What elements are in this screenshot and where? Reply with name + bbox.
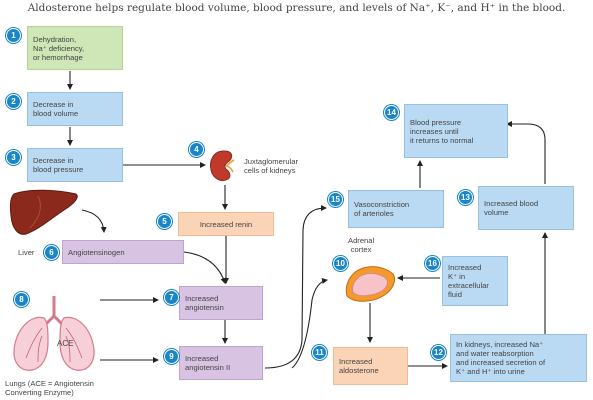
arrow-6-to-7 [183,251,227,284]
step8-badge: 8 [14,292,29,307]
step4-badge: 4 [189,142,204,157]
step1-box: Dehydration, Na⁺ deficiency, or hemorrha… [27,26,123,70]
arrow-liver-to-6 [81,209,107,233]
step1-text: Dehydration, Na⁺ deficiency, or hemorrha… [33,34,85,62]
step2-box: Decrease in blood volume [27,92,123,126]
step15-text: Vasoconstriction of arterioles [354,200,410,218]
step2-badge: 2 [6,94,21,109]
step10-label: Adrenal cortex [348,236,375,254]
step6-box: Angiotensinogen [62,240,184,264]
step12-box: In kidneys, increased Na⁺ and water reab… [450,334,587,382]
liver-label: Liver [18,248,35,257]
step15-box: Vasoconstriction of arterioles [348,190,444,228]
step3-badge: 3 [6,150,21,165]
lungs-icon [13,296,95,371]
step11-badge: 11 [312,345,327,360]
step16-box: Increased K⁺ in extracellular fluid [442,256,508,306]
step5-text: Increased renin [199,219,253,229]
step9-badge: 9 [164,349,179,364]
step1-badge: 1 [6,28,21,43]
step13-box: Increased blood volume [478,186,574,230]
step11-text: Increased aldosterone [339,357,379,375]
step3-text: Decrease in blood pressure [33,156,84,174]
step16-badge: 16 [425,256,440,271]
step5-box: Increased renin [178,212,274,236]
arrow-9-to-10 [291,277,328,369]
step12-badge: 12 [431,345,446,360]
step2-text: Decrease in blood volume [33,100,79,118]
step16-text: Increased K⁺ in extracellular fluid [448,263,489,299]
step7-text: Increased angiotensin [185,294,224,312]
step3-box: Decrease in blood pressure [27,148,123,182]
step9-text: Increased angiotensin II [185,354,231,372]
lungs-label: Lungs (ACE = Angiotensin Converting Enzy… [5,379,94,397]
diagram-title: Aldosterone helps regulate blood volume,… [27,2,566,14]
step6-badge: 6 [44,245,59,260]
step11-box: Increased aldosterone [333,347,408,385]
step13-badge: 13 [458,190,473,205]
step14-badge: 14 [384,105,399,120]
liver-icon [9,189,78,235]
arrow-13-to-14 [506,121,546,184]
step4-label: Juxtaglomerular cells of kidneys [244,157,299,175]
ace-label: ACE [57,339,74,348]
step13-text: Increased blood volume [484,199,539,217]
step5-badge: 5 [157,214,172,229]
step7-box: Increased angiotensin [179,286,263,320]
step10-badge: 10 [333,256,348,271]
adrenal-gland-icon [345,266,396,302]
kidney-icon [210,150,235,182]
step9-box: Increased angiotensin II [179,346,263,380]
step6-text: Angiotensinogen [68,247,125,257]
step15-badge: 15 [328,192,343,207]
arrow-9-to-15 [264,205,327,369]
step14-text: Blood pressure increases until it return… [410,117,474,145]
step14-box: Blood pressure increases until it return… [404,104,508,158]
step12-text: In kidneys, increased Na⁺ and water reab… [456,340,546,376]
step7-badge: 7 [164,290,179,305]
